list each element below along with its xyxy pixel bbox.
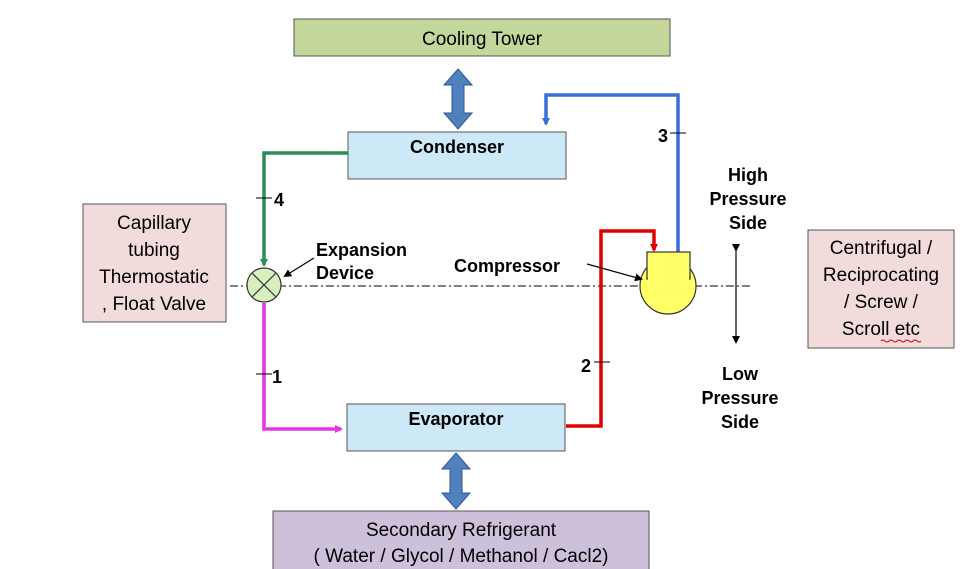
state-point-2: 2 [581, 356, 591, 376]
compressor-to-condenser-line [542, 93, 680, 252]
evaporator-to-compressor-line [566, 229, 658, 428]
expansion-types-line3: Thermostatic [99, 267, 209, 288]
condenser-box [347, 131, 567, 180]
spellcheck-squiggle [880, 339, 922, 343]
low-pressure-label-line1: Low [722, 364, 759, 384]
compressor-head-joint [648, 272, 689, 281]
evaporator-box [346, 403, 566, 452]
cooling-tower-label: Cooling Tower [422, 29, 543, 50]
expansion-types-box [82, 203, 227, 323]
expansion-valve-cross-b [251, 272, 277, 298]
state-point-4: 4 [274, 190, 284, 210]
state-point-1: 1 [272, 367, 282, 387]
expansion-device-pointer [283, 257, 315, 278]
expansion-types-line1: Capillary [117, 213, 191, 234]
low-pressure-label-line3: Side [721, 412, 759, 432]
tower-condenser-double-arrow [442, 68, 474, 130]
compressor-types-box [807, 229, 955, 349]
high-pressure-label-line2: Pressure [709, 189, 786, 209]
expansion-types-line2: tubing [128, 240, 180, 261]
evaporator-label: Evaporator [408, 409, 503, 429]
expansion-to-evaporator-line [262, 303, 343, 433]
expansion-device-label-line2: Device [316, 263, 374, 283]
evaporator-secondary-double-arrow [440, 452, 472, 510]
high-pressure-label-line1: High [728, 165, 768, 185]
expansion-types-line4: , Float Valve [102, 294, 206, 315]
high-pressure-label-line3: Side [729, 213, 767, 233]
compressor-types-line2: Reciprocating [823, 265, 939, 286]
secondary-refrigerant-line2: ( Water / Glycol / Methanol / Cacl2) [314, 546, 609, 567]
expansion-device-label-line1: Expansion [316, 240, 407, 260]
compressor-label: Compressor [454, 256, 560, 276]
state-point-3: 3 [658, 126, 668, 146]
compressor-types-line3: / Screw / [844, 292, 919, 313]
low-pressure-label-line2: Pressure [701, 388, 778, 408]
secondary-refrigerant-line1: Secondary Refrigerant [366, 520, 557, 541]
compressor-pointer [586, 263, 643, 282]
condenser-to-expansion-line [260, 151, 348, 267]
compressor-types-line1: Centrifugal / [830, 238, 933, 259]
compressor-types-line4: Scroll etc [842, 319, 920, 340]
secondary-refrigerant-box [272, 510, 650, 569]
cooling-tower-box [293, 18, 671, 57]
condenser-label: Condenser [410, 137, 504, 157]
